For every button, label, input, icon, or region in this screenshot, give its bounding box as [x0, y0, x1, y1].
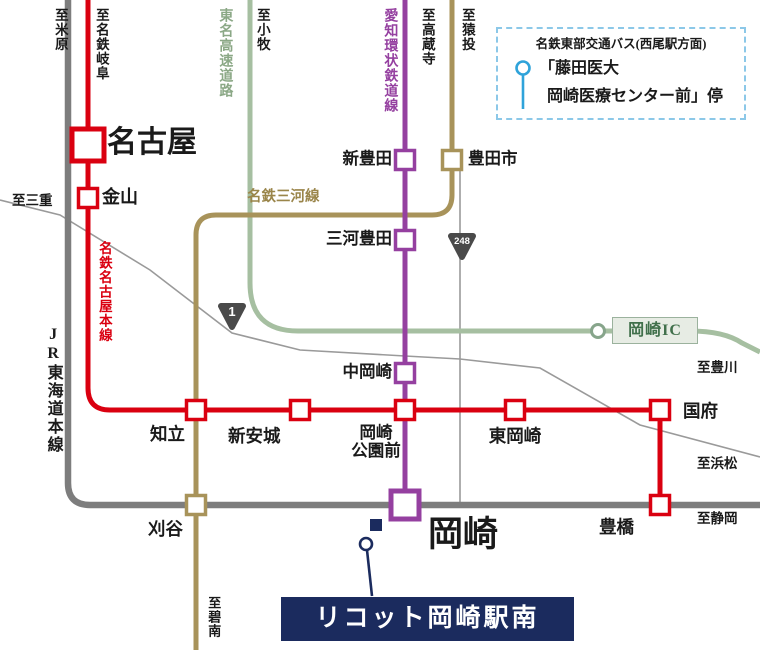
station-label-shin-anjo: 新安城	[228, 426, 281, 446]
route248-number: 248	[454, 236, 470, 247]
station-square-ko	[648, 398, 672, 422]
route1-shield	[218, 303, 246, 330]
station-label-kanayama: 金山	[102, 187, 138, 207]
station-label-shin-toyota: 新豊田	[342, 149, 393, 168]
station-square-okazaki	[388, 488, 422, 522]
station-label-toyotashi: 豊田市	[468, 149, 518, 168]
dir-komaki: 至小牧	[254, 8, 270, 52]
bus-info-box: 名鉄東部交通バス(西尾駅方面) 「藤田医大 岡崎医療センター前」停	[496, 27, 746, 120]
bus-stop-icon-box	[515, 60, 531, 109]
route1-number: 1	[228, 304, 236, 319]
property-marker	[370, 519, 382, 531]
station-square-shin-toyota	[393, 148, 417, 172]
station-square-shin-anjo	[288, 398, 312, 422]
station-label-mikawa-toyota: 三河豊田	[326, 229, 392, 248]
station-label-toyohashi: 豊橋	[599, 517, 634, 537]
bus-info-title: 名鉄東部交通バス(西尾駅方面)	[535, 37, 707, 51]
tomei-expressway-line	[247, 0, 760, 355]
meitetsu-nagoya-line	[85, 0, 663, 505]
station-label-chiryu: 知立	[150, 424, 185, 444]
station-square-mikawa-toyota	[393, 228, 417, 252]
station-label-kariya: 刈谷	[148, 519, 183, 539]
line-name-tomei: 東名高速道路	[217, 8, 233, 98]
station-square-kariya	[184, 493, 208, 517]
line-name-mikawa: 名鉄三河線	[247, 189, 320, 205]
station-square-higashi-okazaki	[503, 398, 527, 422]
station-square-toyohashi	[648, 493, 672, 517]
station-label-ko: 国府	[683, 401, 718, 421]
property-banner: リコット岡崎駅南	[281, 597, 574, 641]
station-square-chiryu	[184, 398, 208, 422]
dir-meitetsu-gifu: 至名鉄岐阜	[93, 8, 109, 81]
dir-maibara: 至米原	[52, 8, 68, 52]
line-name-meitetsu-nagoya: 名鉄名古屋本線	[96, 241, 112, 343]
station-label-okazaki: 岡崎	[428, 515, 499, 554]
okazaki-ic-label: 岡崎IC	[612, 317, 698, 344]
bus-stop-name-line2: 岡崎医療センター前」停	[547, 88, 724, 105]
route1-road-line	[0, 199, 760, 458]
station-label-naka-okazaki: 中岡崎	[342, 362, 393, 381]
station-square-okazaki-koen-mae	[393, 398, 417, 422]
station-square-nagoya	[69, 126, 107, 164]
station-label-okazaki-koen-line1: 岡崎	[359, 423, 393, 442]
line-name-aichi-loop: 愛知環状鉄道線	[382, 8, 398, 113]
dir-kozoji: 至高蔵寺	[419, 8, 435, 66]
line-name-jr-tokaido: JR東海道本線	[44, 326, 62, 454]
station-label-okazaki-koen-mae: 岡崎 公園前	[338, 423, 414, 461]
bus-stop-icon-station	[358, 536, 374, 597]
station-label-nagoya: 名古屋	[107, 126, 197, 159]
jr-tokaido-line	[64, 0, 760, 509]
dir-sanage: 至猿投	[459, 8, 475, 52]
dir-toyokawa: 至豊川	[697, 360, 738, 375]
dir-shizuoka: 至静岡	[697, 511, 738, 526]
station-square-kanayama	[76, 186, 100, 210]
meitetsu-mikawa-line	[193, 0, 455, 650]
dir-hekinan: 至碧南	[206, 596, 222, 638]
dir-mie: 至三重	[12, 193, 53, 208]
station-square-naka-okazaki	[393, 361, 417, 385]
route248-shield	[448, 233, 476, 260]
bus-stop-name-line1: 「藤田医大	[539, 60, 620, 77]
dir-hamamatsu: 至浜松	[697, 456, 738, 471]
station-label-okazaki-koen-line2: 公園前	[351, 441, 401, 461]
okazaki-ic-circle	[590, 323, 606, 339]
station-square-toyotashi	[440, 148, 464, 172]
station-label-higashi-okazaki: 東岡崎	[488, 426, 542, 446]
